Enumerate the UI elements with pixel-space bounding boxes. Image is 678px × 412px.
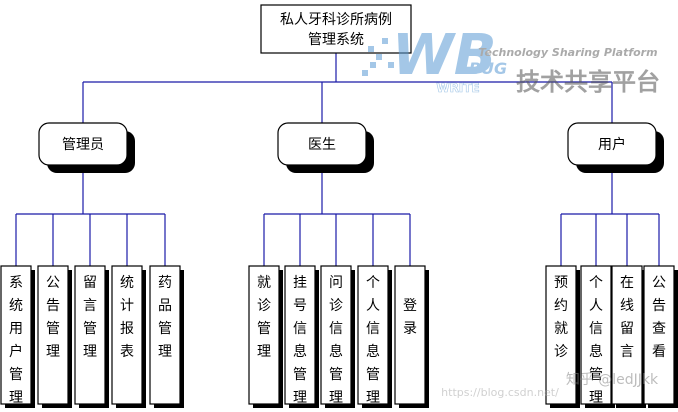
leaf-node: 系统用户管理: [0, 265, 35, 408]
leaf-label: 公告管理: [46, 275, 60, 360]
leaf-box: [111, 265, 143, 405]
watermark-tagline: Technology Sharing Platform: [478, 46, 657, 59]
role-node-doctor: 医生: [277, 122, 374, 173]
leaf-box: [74, 265, 106, 405]
leaf-label: 公告查看: [652, 275, 666, 360]
leaf-node: 公告查看: [643, 265, 678, 408]
role-node-user: 用户: [567, 122, 664, 173]
leaf-box: [248, 265, 280, 405]
role-box: [277, 122, 367, 166]
leaf-box: [37, 265, 69, 405]
watermark-logo: WB: [362, 23, 496, 88]
leaf-label: 药品管理: [158, 275, 172, 360]
leaf-node: 问诊信息管理: [320, 265, 355, 408]
leaf-box: [394, 265, 426, 405]
watermark-brand: 技术共享平台: [516, 68, 660, 96]
leaf-box: [284, 265, 316, 405]
leaf-node: 就诊管理: [248, 265, 283, 408]
leaf-node: 统计报表: [111, 265, 146, 408]
leaf-node: 个人信息管理: [580, 265, 615, 408]
role-label: 医生: [308, 137, 336, 153]
role-label: 用户: [598, 136, 626, 153]
leaf-label: 统计报表: [120, 275, 134, 360]
leaf-box: [149, 265, 181, 405]
leaf-box: [611, 265, 643, 405]
role-box: [38, 122, 128, 166]
role-node-admin: 管理员: [38, 122, 135, 173]
leaf-box: [580, 265, 612, 405]
leaf-label: 个人信息管理: [366, 275, 380, 406]
watermark-wb-letters: WB: [392, 23, 496, 88]
root-title-line: 私人牙科诊所病例: [280, 12, 392, 28]
leaf-node: 公告管理: [37, 265, 72, 408]
leaf-node: 个人信息管理: [357, 265, 392, 408]
leaf-box: [0, 265, 32, 405]
role-box: [567, 122, 657, 166]
leaf-node: 留言管理: [74, 265, 109, 408]
leaf-label: 预约就诊: [554, 275, 568, 360]
leaf-box: [320, 265, 352, 405]
watermark-bug: BUG: [469, 59, 507, 78]
leaf-node: 药品管理: [149, 265, 184, 408]
leaf-label: 系统用户管理: [9, 275, 23, 406]
leaf-label: 就诊管理: [257, 275, 271, 360]
leaf-box: [643, 265, 675, 405]
role-label: 管理员: [62, 137, 104, 153]
leaf-box: [545, 265, 577, 405]
leaf-label: 留言管理: [83, 275, 97, 360]
leaf-label: 挂号信息管理: [293, 275, 307, 406]
watermark-zhihu: 知乎 @ledJJkk: [566, 371, 659, 388]
watermark-url: https://blog.csdn.net/: [441, 386, 559, 399]
leaf-node: 登录: [394, 265, 429, 408]
leaf-node: 挂号信息管理: [284, 265, 319, 408]
leaf-label: 问诊信息管理: [329, 275, 343, 406]
leaf-node: 预约就诊: [545, 265, 580, 408]
leaf-label: 个人信息管理: [589, 275, 603, 406]
connectors: [15, 53, 660, 266]
leaf-label: 在线留言: [620, 275, 634, 360]
leaf-label: 登录: [403, 298, 417, 337]
watermark-write: WRITE: [436, 81, 479, 95]
leaf-box: [357, 265, 389, 405]
leaf-node: 在线留言: [611, 265, 646, 408]
root-title-line: 管理系统: [308, 32, 364, 48]
